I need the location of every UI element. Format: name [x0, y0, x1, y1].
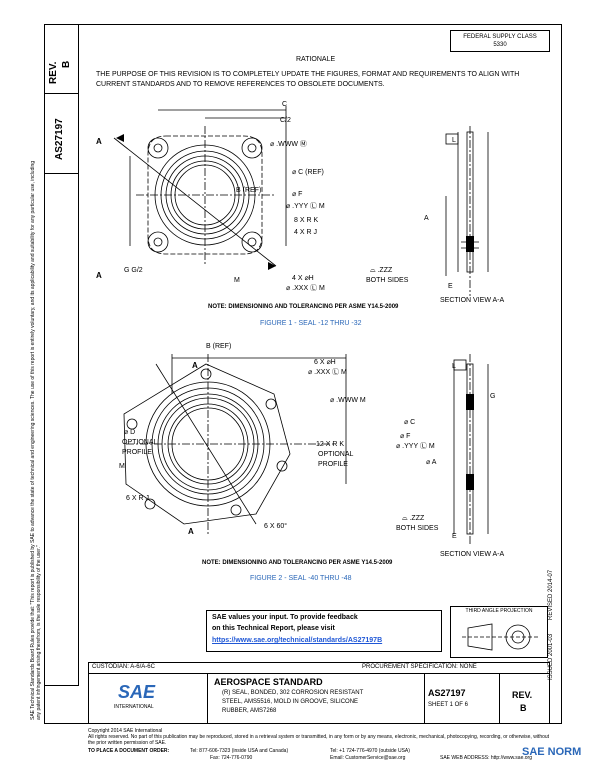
- footer-watermark: SAE NORM: [522, 746, 582, 758]
- revised-date: REVISED 2014-07: [548, 569, 554, 620]
- fig1-note: NOTE: DIMENSIONING AND TOLERANCING PER A…: [208, 304, 399, 310]
- fig2-label-a-top: A: [192, 361, 198, 370]
- fig2-caption: FIGURE 2 - SEAL -40 THRU -48: [250, 575, 352, 582]
- figure-1-drawing: C C/2 ⌀ .WWW Ⓜ ⌀ C (REF) B (REF) ⌀ F ⌀ .…: [96, 101, 505, 304]
- fig1-label-g: G G/2: [124, 267, 143, 274]
- fig2-label-holes-tol: ⌀ .XXX Ⓛ M: [308, 368, 347, 376]
- supply-class-stamp: [450, 30, 550, 52]
- procurement-text: PROCUREMENT SPECIFICATION: NONE: [362, 664, 477, 670]
- fig1-label-e: E: [448, 283, 453, 290]
- docnum-cell: [44, 94, 79, 174]
- rev-label: REV.: [48, 61, 59, 84]
- footer-tel: Tel: 877-606-7323 (inside USA and Canada…: [190, 748, 289, 754]
- fig1-label-rj: 4 X R J: [294, 229, 317, 236]
- footer-fax: Fax: 724-776-0790: [210, 755, 253, 761]
- sheet-number: SHEET 1 OF 6: [428, 702, 468, 708]
- fig1-label-a-dim: A: [424, 215, 429, 222]
- rationale-title: RATIONALE: [296, 56, 336, 63]
- desc-line-1: (R) SEAL, BONDED, 302 CORROSION RESISTAN…: [222, 690, 364, 696]
- fig1-label-f: ⌀ F: [292, 191, 302, 198]
- fig2-note: NOTE: DIMENSIONING AND TOLERANCING PER A…: [202, 560, 393, 566]
- fig1-label-yyy: ⌀ .YYY Ⓛ M: [286, 202, 325, 210]
- fig1-label-c2: C/2: [280, 117, 291, 124]
- fig2-label-www: ⌀ .WWW M: [330, 397, 366, 404]
- fig1-caption: FIGURE 1 - SEAL -12 THRU -32: [260, 320, 362, 327]
- doc-number-vertical: AS27197: [54, 118, 65, 160]
- desc-line-2: STEEL, AMS5516, MOLD IN GROOVE, SILICONE: [222, 699, 359, 705]
- sae-logo-sub: INTERNATIONAL: [114, 704, 154, 710]
- title-doc-number: AS27197: [428, 688, 466, 698]
- feedback-line-2: on this Technical Report, please visit: [212, 625, 335, 632]
- projection-title: THIRD ANGLE PROJECTION: [465, 608, 533, 614]
- title-rev-label: REV.: [512, 690, 533, 700]
- fig2-label-a-dim: ⌀ A: [426, 459, 437, 466]
- fig2-label-optional-1: OPTIONAL: [122, 439, 158, 446]
- fig1-label-a-bottom: A: [96, 271, 102, 280]
- fig2-label-l: L: [452, 363, 456, 370]
- docnum-box: [424, 674, 500, 724]
- footer-rights: All rights reserved. No part of this pub…: [88, 734, 550, 746]
- fig2-label-zzz: ⌓ .ZZZ: [402, 515, 425, 522]
- fig2-label-d: ⌀ D: [124, 429, 135, 436]
- feedback-link[interactable]: https://www.sae.org/technical/standards/…: [212, 637, 383, 644]
- feedback-line-1: SAE values your input. To provide feedba…: [212, 614, 358, 621]
- stamp-line-1: FEDERAL SUPPLY CLASS: [463, 34, 537, 40]
- fig2-label-f: ⌀ F: [400, 433, 410, 440]
- fig2-label-a-bottom: A: [188, 527, 194, 536]
- std-type: AEROSPACE STANDARD: [214, 677, 323, 687]
- footer-email: Email: CustomerService@sae.org: [330, 755, 406, 761]
- fig2-label-m: M: [119, 463, 125, 470]
- logo-cell: [88, 674, 208, 724]
- rev-value: B: [61, 60, 72, 68]
- custodian-text: CUSTODIAN: A-6/A-6C: [92, 664, 155, 670]
- fig1-label-rk: 8 X R K: [294, 217, 318, 224]
- footer-web: SAE WEB ADDRESS: http://www.sae.org: [440, 755, 532, 761]
- rationale-text: THE PURPOSE OF THIS REVISION IS TO COMPL…: [96, 71, 520, 88]
- fig1-label-zzz: ⌓ .ZZZ: [370, 267, 393, 274]
- fig1-label-b-ref: B (REF): [236, 187, 261, 194]
- footer-tel2: Tel: +1 724-776-4970 (outside USA): [330, 748, 410, 754]
- fig2-label-holes: 6 X ⌀H: [314, 359, 336, 366]
- fig2-label-rj: 6 X R J: [126, 495, 149, 502]
- custodian-row: [88, 662, 550, 674]
- title-block: [88, 662, 550, 724]
- fig2-label-rk: 12 X R K: [316, 441, 344, 448]
- projection-box: [450, 606, 548, 658]
- projection-symbol: [462, 623, 540, 651]
- fig1-label-m: M: [234, 277, 240, 284]
- fig2-label-g: G: [490, 393, 495, 400]
- fig1-label-www: ⌀ .WWW Ⓜ: [270, 140, 307, 148]
- fig2-label-profile-1: PROFILE: [122, 449, 152, 456]
- doc-id-column: [44, 24, 79, 686]
- fig1-label-a-top: A: [96, 137, 102, 146]
- fig1-label-both-sides: BOTH SIDES: [366, 277, 409, 284]
- rev-cell: [44, 24, 79, 94]
- fig1-label-l: L: [452, 137, 456, 144]
- fig1-label-c-ref: ⌀ C (REF): [292, 169, 324, 176]
- sae-board-note: SAE Technical Standards Board Rules prov…: [30, 160, 42, 720]
- fig2-label-profile-2: PROFILE: [318, 461, 348, 468]
- fig2-label-optional-2: OPTIONAL: [318, 451, 354, 458]
- fig1-label-holes: 4 X ⌀H: [292, 275, 314, 282]
- fig2-label-b-ref: B (REF): [206, 343, 231, 350]
- footer-copyright: Copyright 2014 SAE International: [88, 728, 163, 734]
- fig1-label-c: C: [282, 101, 287, 108]
- fig1-label-holes-tol: ⌀ .XXX Ⓛ M: [286, 284, 325, 292]
- feedback-box: [206, 610, 442, 652]
- footer-order: TO PLACE A DOCUMENT ORDER:: [88, 748, 170, 754]
- desc-line-3: RUBBER, AMS7268: [222, 708, 277, 714]
- fig2-section-label: SECTION VIEW A-A: [440, 551, 505, 558]
- fig2-label-both-sides: BOTH SIDES: [396, 525, 439, 532]
- sae-logo: SAE: [118, 682, 156, 702]
- stamp-line-2: 5330: [493, 42, 507, 48]
- title-rev-value: B: [520, 703, 527, 713]
- fig2-label-e: E: [452, 533, 457, 540]
- fig1-section-label: SECTION VIEW A-A: [440, 297, 505, 304]
- fig2-label-yyy: ⌀ .YYY Ⓛ M: [396, 442, 435, 450]
- figure-2-drawing: B (REF) 6 X ⌀H ⌀ .XXX Ⓛ M A ⌀ .WWW M ⌀ D…: [119, 343, 505, 558]
- fig2-label-deg: 6 X 60°: [264, 522, 287, 530]
- fig2-label-c: ⌀ C: [404, 419, 415, 426]
